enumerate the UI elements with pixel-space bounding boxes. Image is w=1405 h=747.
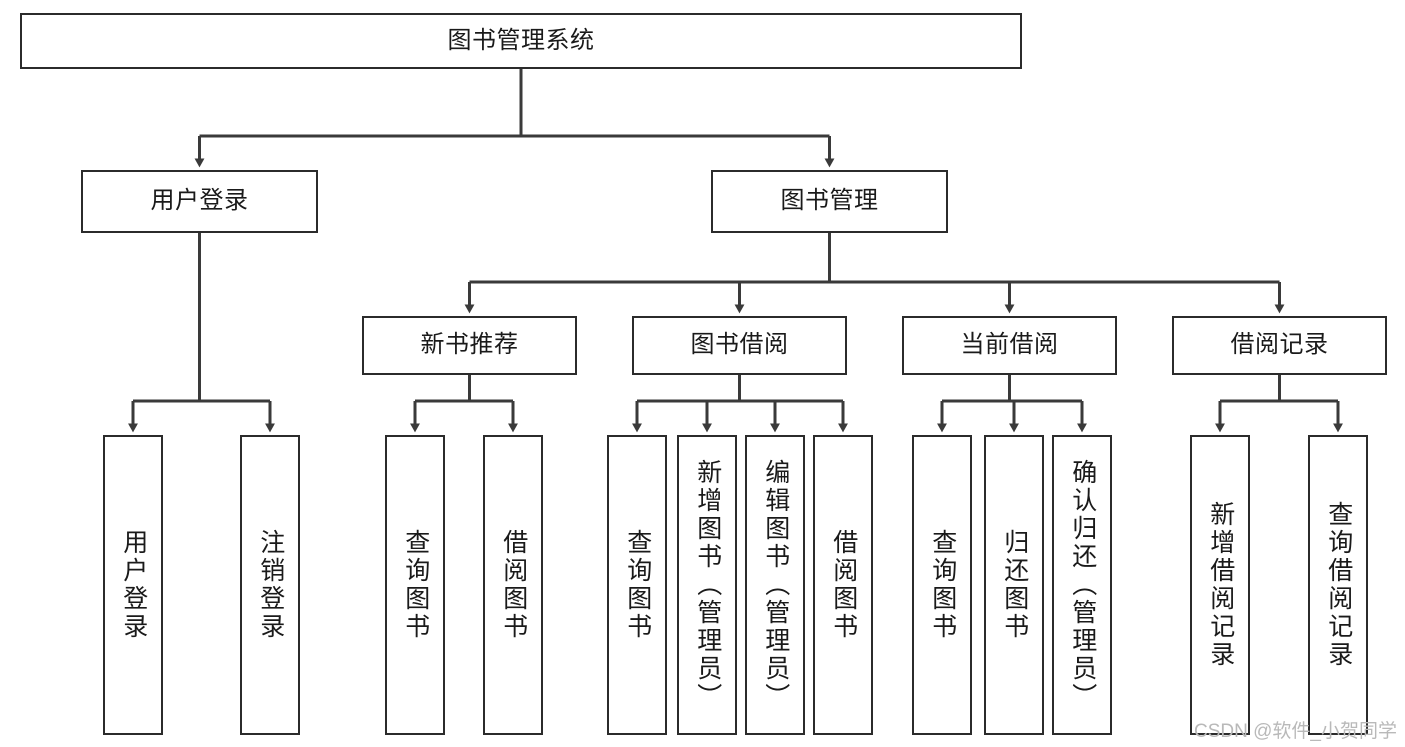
node-label-leaf-add-book: 新增图书（管理员）: [693, 459, 722, 711]
node-label-leaf-return-book: 归还图书: [1000, 529, 1029, 641]
node-leaf-user-login[interactable]: 用户登录: [103, 435, 163, 735]
node-leaf-query-book-3[interactable]: 查询图书: [912, 435, 972, 735]
node-label-leaf-query-book-2: 查询图书: [623, 529, 652, 641]
node-leaf-borrow-book-1[interactable]: 借阅图书: [483, 435, 543, 735]
node-label-bookmgr: 图书管理: [780, 187, 879, 215]
node-label-records: 借阅记录: [1230, 331, 1329, 359]
node-leaf-user-logout[interactable]: 注销登录: [240, 435, 300, 735]
node-label-leaf-edit-book: 编辑图书（管理员）: [761, 459, 790, 711]
node-leaf-borrow-book-2[interactable]: 借阅图书: [813, 435, 873, 735]
node-label-leaf-add-record: 新增借阅记录: [1206, 501, 1235, 669]
node-current[interactable]: 当前借阅: [902, 316, 1117, 375]
node-bookmgr[interactable]: 图书管理: [711, 170, 948, 233]
node-label-root: 图书管理系统: [447, 26, 595, 54]
node-label-login: 用户登录: [150, 187, 249, 215]
node-leaf-query-record[interactable]: 查询借阅记录: [1308, 435, 1368, 735]
node-label-leaf-query-book-1: 查询图书: [401, 529, 430, 641]
node-label-leaf-borrow-book-2: 借阅图书: [829, 529, 858, 641]
node-leaf-return-book[interactable]: 归还图书: [984, 435, 1044, 735]
node-leaf-add-record[interactable]: 新增借阅记录: [1190, 435, 1250, 735]
watermark-text: CSDN @软件_小贺同学: [1194, 721, 1397, 742]
node-newbook[interactable]: 新书推荐: [362, 316, 577, 375]
node-leaf-query-book-1[interactable]: 查询图书: [385, 435, 445, 735]
node-label-leaf-user-logout: 注销登录: [256, 529, 285, 641]
node-leaf-edit-book[interactable]: 编辑图书（管理员）: [745, 435, 805, 735]
node-label-leaf-borrow-book-1: 借阅图书: [499, 529, 528, 641]
node-label-leaf-confirm-return: 确认归还（管理员）: [1068, 459, 1097, 711]
node-label-leaf-user-login: 用户登录: [119, 529, 148, 641]
node-records[interactable]: 借阅记录: [1172, 316, 1387, 375]
node-label-leaf-query-book-3: 查询图书: [928, 529, 957, 641]
node-label-newbook: 新书推荐: [420, 331, 519, 359]
node-leaf-query-book-2[interactable]: 查询图书: [607, 435, 667, 735]
node-root[interactable]: 图书管理系统: [20, 13, 1022, 69]
node-label-leaf-query-record: 查询借阅记录: [1324, 501, 1353, 669]
node-leaf-add-book[interactable]: 新增图书（管理员）: [677, 435, 737, 735]
node-leaf-confirm-return[interactable]: 确认归还（管理员）: [1052, 435, 1112, 735]
node-borrow[interactable]: 图书借阅: [632, 316, 847, 375]
node-label-current: 当前借阅: [960, 331, 1059, 359]
node-label-borrow: 图书借阅: [690, 331, 789, 359]
node-login[interactable]: 用户登录: [81, 170, 318, 233]
